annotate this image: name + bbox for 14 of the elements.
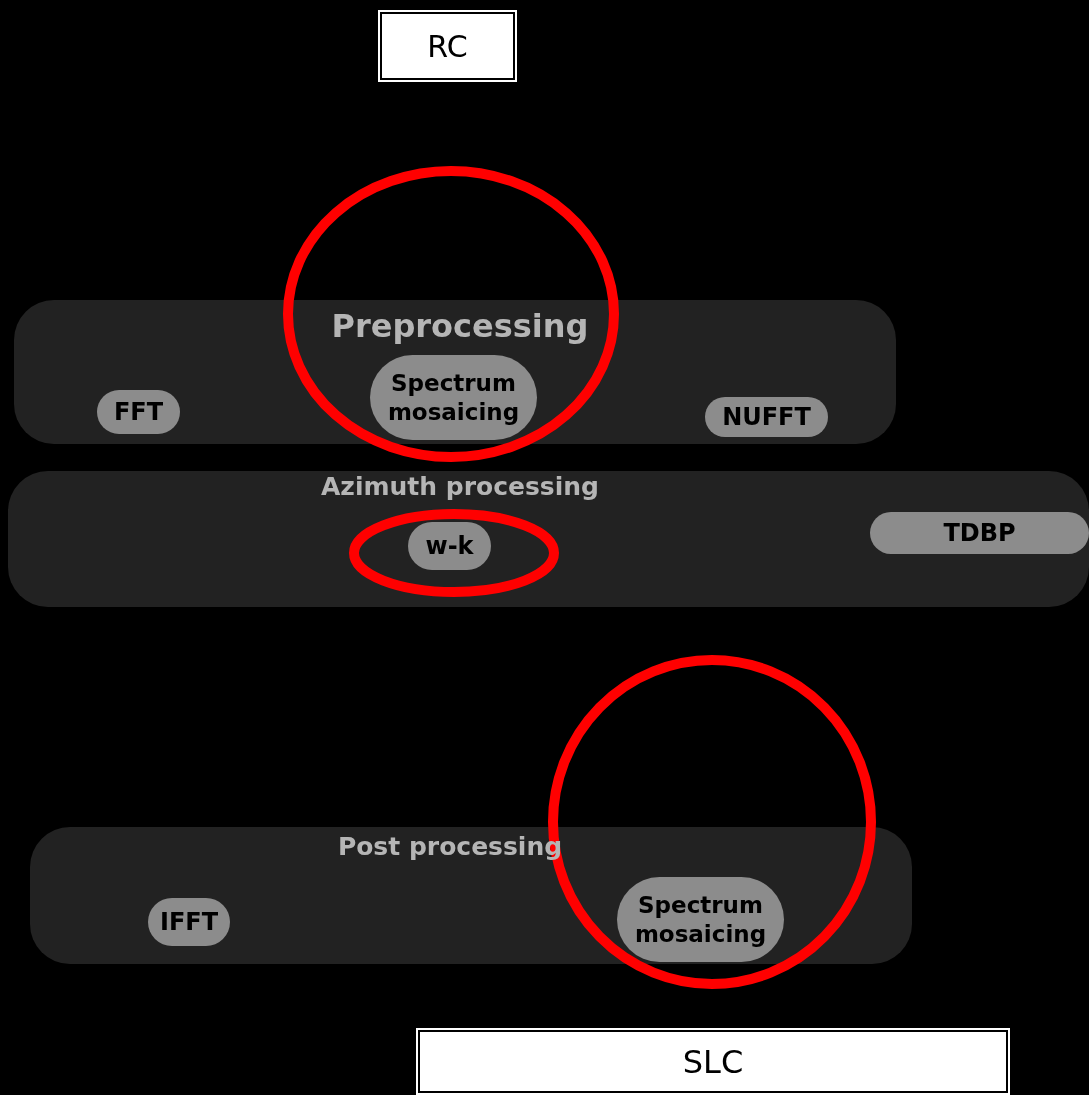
process-pill: Spectrum mosaicing <box>370 355 537 440</box>
data-box: RC <box>378 10 517 82</box>
process-pill: w-k <box>408 522 491 570</box>
process-pill: NUFFT <box>705 397 828 437</box>
data-box: SLC <box>416 1028 1010 1095</box>
process-pill: IFFT <box>148 898 230 946</box>
group-panel <box>14 300 896 444</box>
group-heading: Azimuth processing <box>320 471 600 503</box>
group-panel <box>8 471 1089 607</box>
process-pill: FFT <box>97 390 180 434</box>
group-panel <box>30 827 912 964</box>
process-pill: TDBP <box>870 512 1089 554</box>
group-heading: Preprocessing <box>330 306 590 346</box>
process-pill: Spectrum mosaicing <box>617 877 784 962</box>
